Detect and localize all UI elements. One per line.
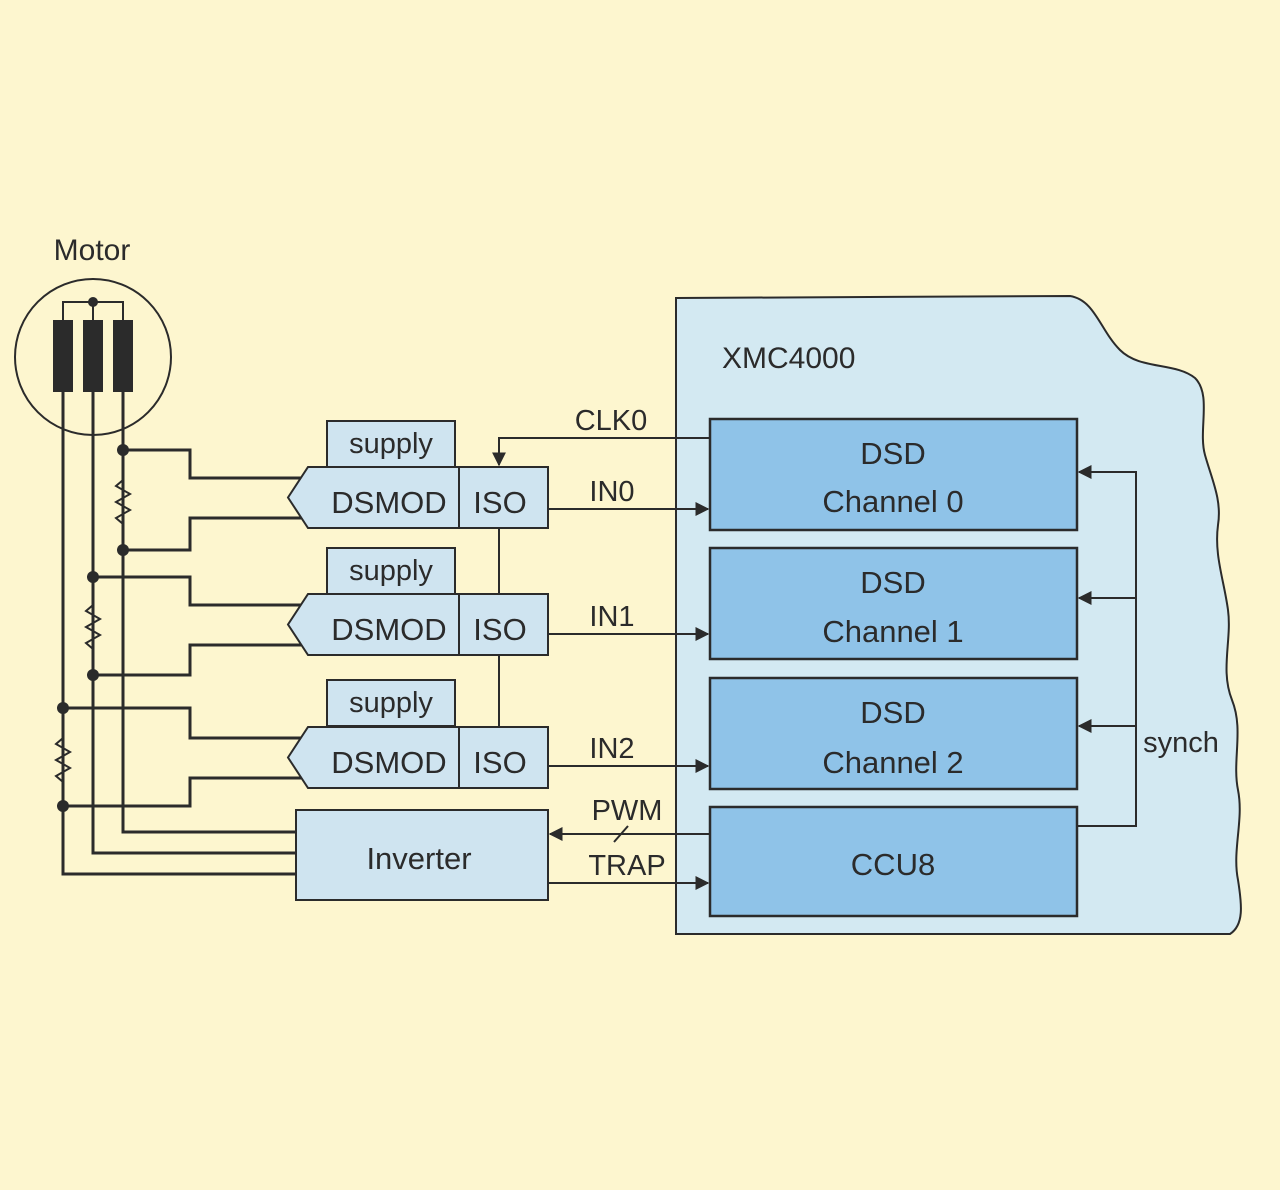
shunt-resistors [53,479,133,783]
supply-label: supply [349,428,433,460]
pwm-signal: PWM [548,795,710,843]
dsmod-label: DSMOD [331,745,446,780]
supply-label: supply [349,555,433,587]
trap-signal: TRAP [548,850,710,890]
sense-wires [57,444,305,812]
xmc4000-label: XMC4000 [722,342,855,375]
iso-label: ISO [473,612,526,647]
dsd-channel-2: DSD Channel 2 [708,676,1079,791]
dsd-channel-1: DSD Channel 1 [708,546,1079,661]
in2-label: IN2 [589,733,634,765]
motor-label: Motor [54,234,131,267]
synch-signal: synch [1077,465,1219,827]
pwm-label: PWM [592,795,663,827]
inverter-block: Inverter [295,809,549,901]
clk0-label: CLK0 [575,405,648,437]
iso-label: ISO [473,485,526,520]
in2-signal: IN2 [548,733,710,773]
clk0-signal: CLK0 [492,405,710,467]
in0-signal: IN0 [548,476,710,516]
in1-signal: IN1 [548,601,710,641]
inverter-label: Inverter [366,841,471,876]
channel-label: Channel 1 [822,614,963,649]
ccu8-label: CCU8 [851,847,935,882]
dsmod-block-0: DSMOD ISO [286,466,549,529]
dsmod-block-2: DSMOD ISO [286,726,549,789]
dsd-channel-0: DSD Channel 0 [708,417,1079,532]
supply-box-2: supply [326,679,456,727]
in1-label: IN1 [589,601,634,633]
supply-box-0: supply [326,420,456,468]
phase-wires [61,392,296,876]
dsmod-label: DSMOD [331,612,446,647]
dsmod-label: DSMOD [331,485,446,520]
dsd-label: DSD [860,695,925,730]
dsd-label: DSD [860,565,925,600]
channel-label: Channel 2 [822,745,963,780]
trap-label: TRAP [588,850,665,882]
channel-label: Channel 0 [822,484,963,519]
in0-label: IN0 [589,476,634,508]
motor-symbol [14,278,172,436]
dsmod-block-1: DSMOD ISO [286,593,549,656]
synch-label: synch [1143,727,1219,759]
supply-box-1: supply [326,547,456,595]
supply-label: supply [349,687,433,719]
iso-label: ISO [473,745,526,780]
dsd-label: DSD [860,436,925,471]
ccu8-block: CCU8 [708,805,1079,918]
